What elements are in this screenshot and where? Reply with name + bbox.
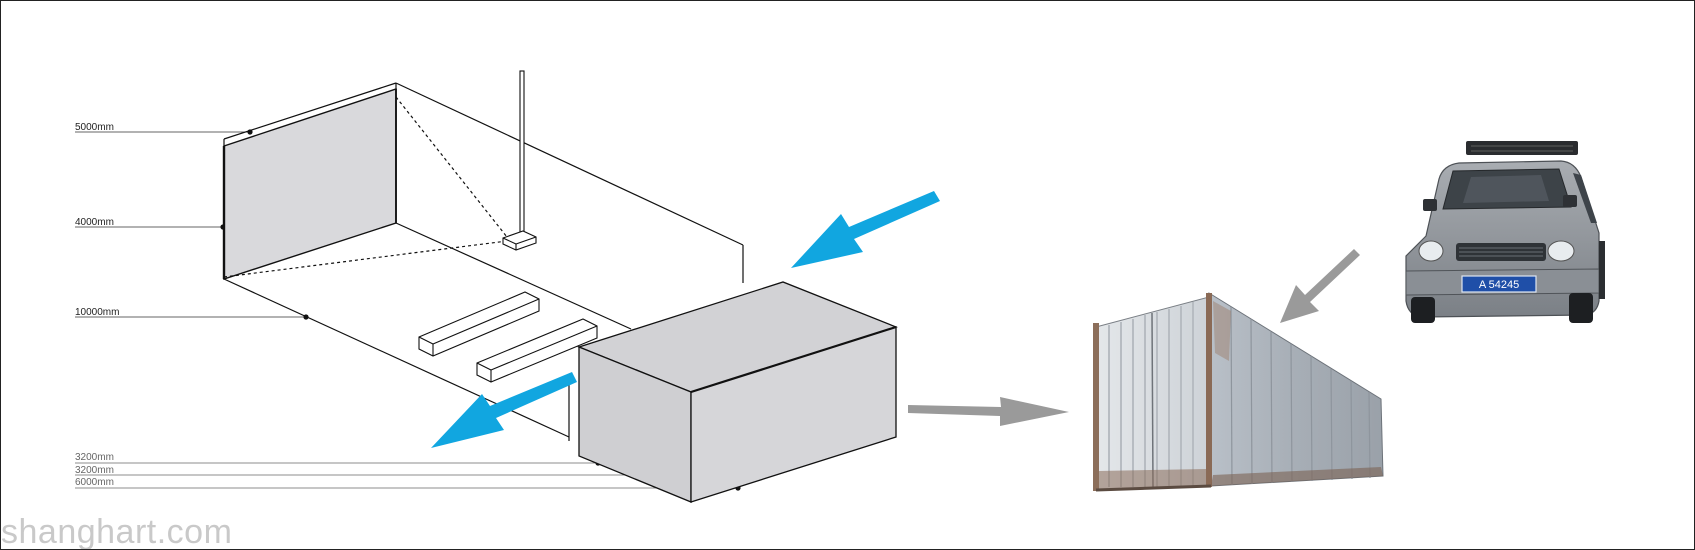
flow-arrow-in [791,191,940,268]
projector-pole [502,70,537,251]
flow-arrow-out [431,372,577,448]
room-outline [222,82,744,441]
shipping-container [1093,292,1384,492]
license-plate [1461,275,1537,293]
bench-2 [476,318,598,383]
dimension-lines [75,131,738,489]
dim-label-3200-a: 3200mm [75,452,114,463]
license-plate-text: A 54245 [1479,279,1519,291]
dim-label-5000: 5000mm [75,122,114,133]
move-arrow-right [908,397,1069,426]
bench-1 [418,291,540,357]
dim-label-6000: 6000mm [75,477,114,488]
suv-vehicle: A 54245 [1405,141,1605,323]
dim-label-4000: 4000mm [75,217,114,228]
watermark-text: shanghart.com [1,513,233,550]
move-arrow-down [1280,249,1360,323]
container-box [577,281,898,503]
back-wall-panel [223,88,397,280]
dim-label-10000: 10000mm [75,307,119,318]
dim-label-3200-b: 3200mm [75,465,114,476]
